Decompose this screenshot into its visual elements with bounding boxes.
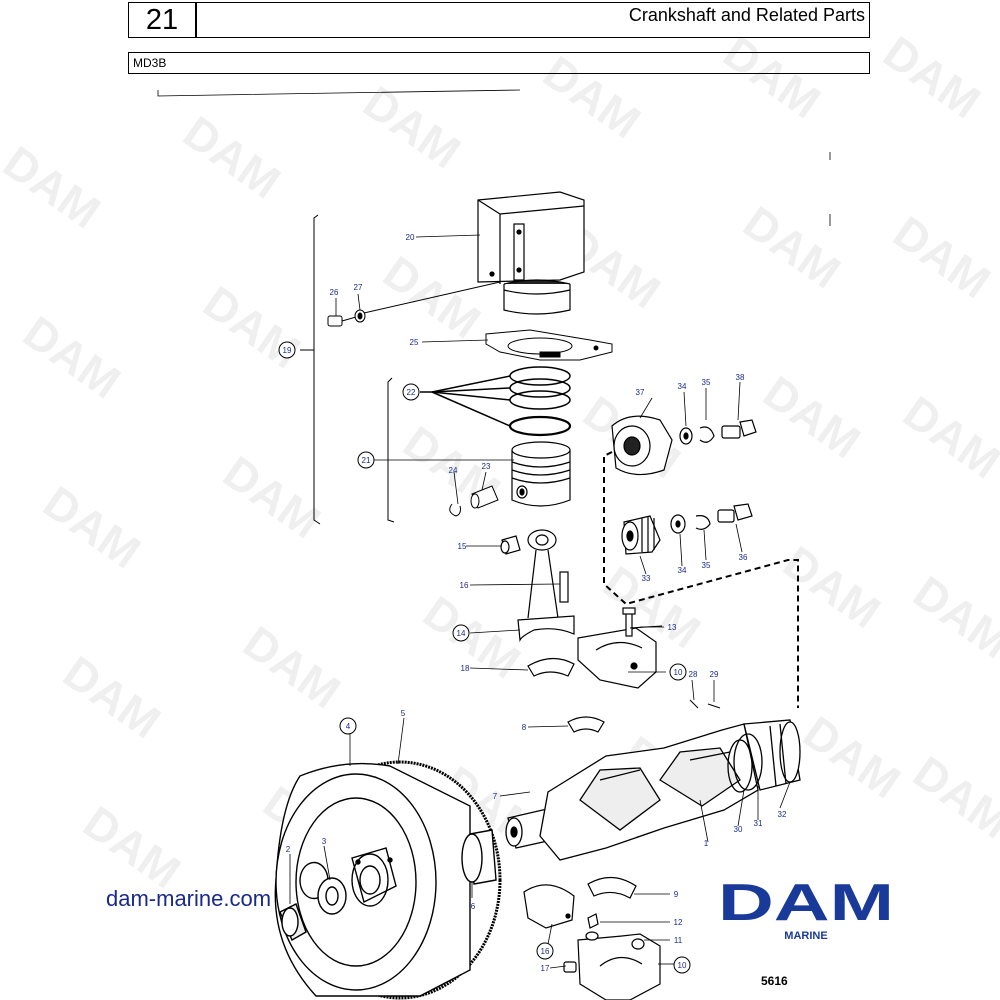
piston <box>511 441 571 507</box>
part-label-6: 6 <box>471 902 476 911</box>
watermark-text: DAM <box>734 196 850 299</box>
part-label-16-lower: 16 <box>541 947 550 956</box>
part-label-16-upper: 16 <box>460 581 469 590</box>
part-label-36: 36 <box>739 553 748 562</box>
watermark-text: DAM <box>374 246 490 349</box>
part-label-20: 20 <box>406 233 415 242</box>
part-label-31: 31 <box>754 819 763 828</box>
part-label-23: 23 <box>482 462 491 471</box>
group-brackets <box>300 214 395 525</box>
part-label-22: 22 <box>407 388 416 397</box>
watermark-text: DAM <box>904 566 1000 669</box>
part-label-15: 15 <box>458 542 467 551</box>
part-label-38: 38 <box>736 373 745 382</box>
crankshaft-gear <box>611 415 757 476</box>
watermark-text: DAM <box>54 646 170 749</box>
part-label-14: 14 <box>457 629 466 638</box>
watermark-text: DAM <box>714 26 830 129</box>
piston-rings <box>420 366 572 437</box>
drawing-number: 5616 <box>761 974 788 988</box>
watermark-text: DAM <box>34 476 150 579</box>
part-label-10-upper: 10 <box>674 668 683 677</box>
part-label-32: 32 <box>778 810 787 819</box>
website-link[interactable]: dam-marine.com <box>106 886 272 911</box>
main-bearing-cap <box>523 884 661 1000</box>
watermark-text: DAM <box>874 26 990 129</box>
model-box: MD3B <box>128 52 870 74</box>
part-label-18: 18 <box>461 664 470 673</box>
pulley-gear <box>621 503 753 555</box>
part-label-34-bottom: 34 <box>678 566 687 575</box>
connecting-rod <box>500 529 575 643</box>
part-label-5: 5 <box>401 709 406 718</box>
part-label-35-top: 35 <box>702 378 711 387</box>
part-label-17: 17 <box>541 964 550 973</box>
watermark-text: DAM <box>774 536 890 639</box>
cylinder-bolt <box>327 281 501 327</box>
sheet-number-box: 21 <box>128 2 196 38</box>
bracket-21 <box>387 377 395 523</box>
title-box: Crankshaft and Related Parts <box>196 2 870 38</box>
part-label-28: 28 <box>689 670 698 679</box>
part-label-26: 26 <box>330 288 339 297</box>
part-label-11: 11 <box>674 936 683 945</box>
part-label-3: 3 <box>322 837 327 846</box>
logo-subtext: MARINE <box>784 930 828 942</box>
part-label-29: 29 <box>710 670 719 679</box>
watermark-text: DAM <box>194 276 310 379</box>
watermark-text: DAM <box>174 106 290 209</box>
flywheel <box>274 760 502 1000</box>
gudgeon-pin <box>449 485 499 517</box>
label-circles <box>278 341 691 974</box>
part-label-30: 30 <box>734 825 743 834</box>
watermark-text: DAM <box>754 366 870 469</box>
watermark-text: DAM <box>534 46 650 149</box>
part-label-25: 25 <box>410 338 419 347</box>
assembly-path <box>603 451 799 708</box>
part-label-24: 24 <box>449 466 458 475</box>
part-label-34-top: 34 <box>678 382 687 391</box>
part-label-13: 13 <box>668 623 677 632</box>
scan-artifacts <box>157 89 831 226</box>
part-label-8: 8 <box>522 723 527 732</box>
watermark-text: DAM <box>0 136 110 239</box>
crankshaft <box>505 719 801 861</box>
part-label-9: 9 <box>674 890 679 899</box>
part-label-12: 12 <box>674 918 683 927</box>
watermark-text: DAM <box>214 446 330 549</box>
part-label-10-lower: 10 <box>678 961 687 970</box>
dam-logo: DAM <box>718 876 894 926</box>
watermark-text: DAM <box>904 746 1000 849</box>
part-label-27: 27 <box>354 283 363 292</box>
watermark-text: DAM <box>894 386 1000 489</box>
watermark-text: DAM <box>884 206 1000 309</box>
watermark-text: DAM <box>794 706 910 809</box>
part-label-37: 37 <box>636 388 645 397</box>
sheet-number: 21 <box>145 4 179 36</box>
part-labels: 1 2 3 4 5 6 7 8 9 10 10 11 12 13 14 15 1… <box>283 233 787 973</box>
watermark-text: DAM <box>14 306 130 409</box>
part-label-19: 19 <box>283 346 292 355</box>
main-bearing-shells <box>587 876 637 899</box>
watermark-text: DAM <box>74 796 190 899</box>
bracket-19 <box>313 214 321 525</box>
part-label-35-bottom: 35 <box>702 561 711 570</box>
big-end-bearing-cap <box>527 607 657 733</box>
cylinder-gasket <box>485 329 613 361</box>
watermark-text: DAM <box>234 616 350 719</box>
part-label-21: 21 <box>362 456 371 465</box>
part-label-33: 33 <box>642 574 651 583</box>
page-title: Crankshaft and Related Parts <box>628 5 865 25</box>
part-label-4: 4 <box>346 722 351 731</box>
model-label: MD3B <box>133 56 167 70</box>
part-label-1: 1 <box>704 839 709 848</box>
watermark-layer: DAM DAM DAM DAM DAM DAM DAM DAM DAM DAM … <box>0 26 1000 899</box>
leader-lines <box>289 234 791 969</box>
part-label-2: 2 <box>286 845 291 854</box>
watermark-text: DAM <box>414 586 530 689</box>
part-label-7: 7 <box>493 792 498 801</box>
cylinder-barrel <box>477 191 585 315</box>
logo-text: DAM <box>718 876 894 926</box>
